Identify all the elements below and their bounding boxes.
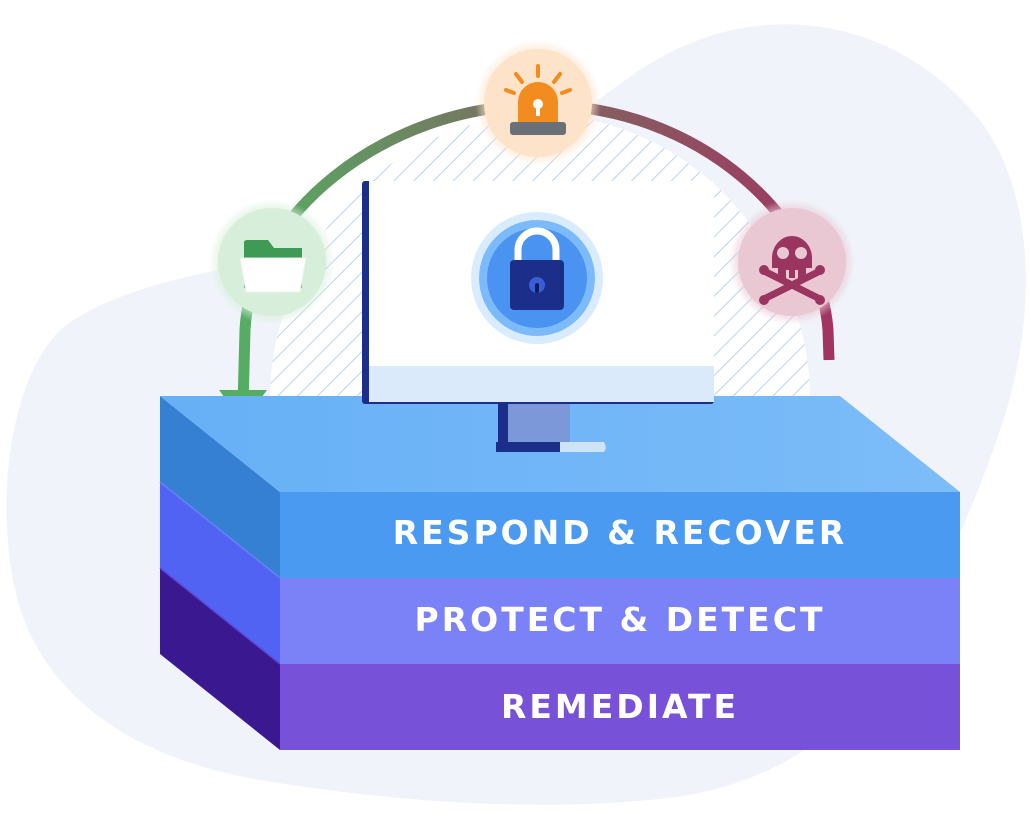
monitor	[362, 181, 714, 452]
side-protect	[160, 482, 280, 664]
stage-skull	[729, 199, 855, 325]
stage-folder	[209, 199, 335, 325]
front-respond	[280, 492, 960, 578]
layer-label-protect-detect: PROTECT & DETECT	[414, 600, 826, 639]
platform-stack	[159, 396, 960, 750]
monitor-chin	[369, 366, 714, 402]
side-remediate	[160, 568, 280, 750]
stage-siren	[475, 40, 601, 166]
skull-crossbones-icon	[759, 236, 825, 305]
layer-label-remediate: REMEDIATE	[500, 687, 740, 726]
monitor-neck	[498, 400, 570, 444]
front-protect	[280, 578, 960, 664]
folder-icon	[239, 240, 307, 293]
padlock-icon	[510, 227, 564, 310]
front-remediate	[280, 664, 960, 750]
layer-label-respond-recover: RESPOND & RECOVER	[392, 513, 848, 552]
siren-icon	[504, 64, 572, 135]
side-respond	[160, 396, 280, 578]
